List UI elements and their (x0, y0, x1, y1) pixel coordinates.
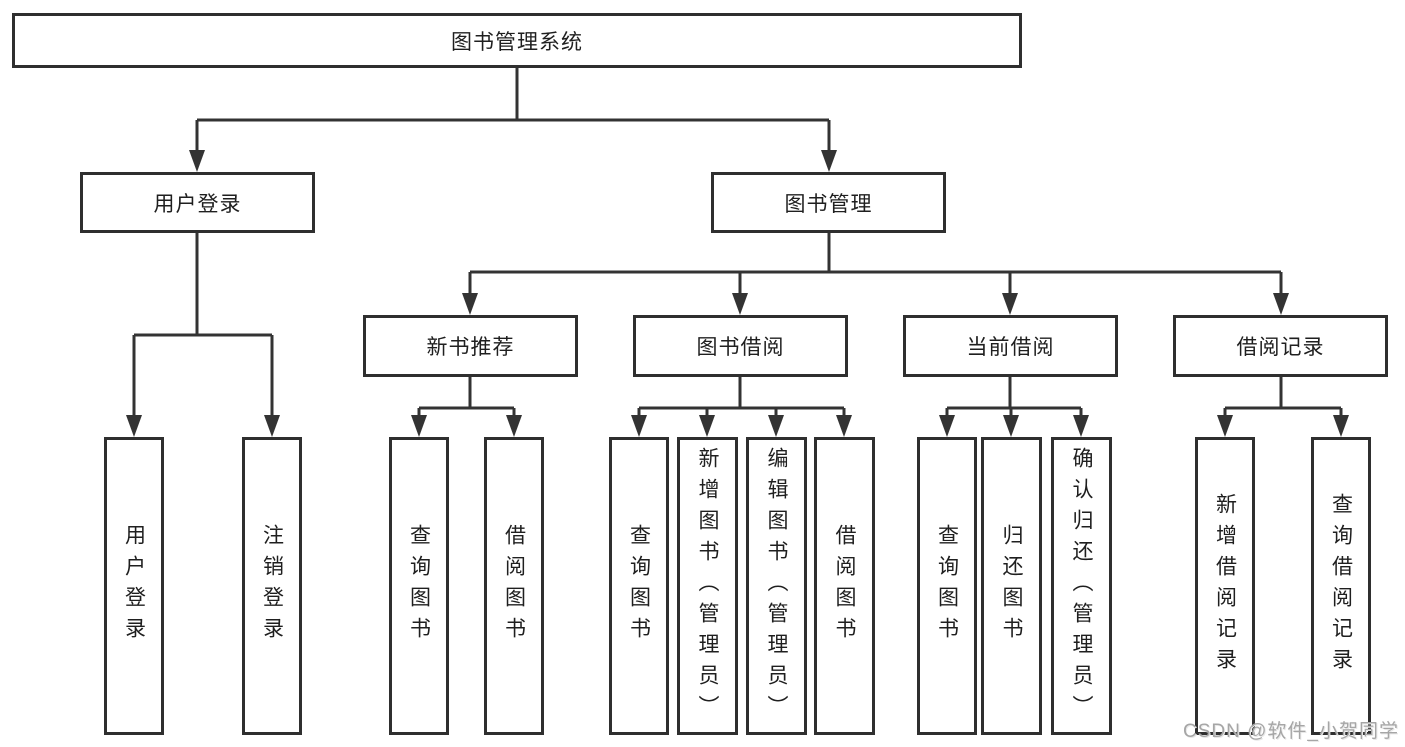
node-label: 查询图书 (407, 524, 431, 648)
leaf-add-borrow-record: 新增借阅记录 (1195, 437, 1255, 735)
leaf-query-borrow-record: 查询借阅记录 (1311, 437, 1371, 735)
node-root-system: 图书管理系统 (12, 13, 1022, 68)
leaf-borrow-books-2: 借阅图书 (814, 437, 875, 735)
leaf-user-login: 用户登录 (104, 437, 164, 735)
node-user-login-branch: 用户登录 (80, 172, 315, 233)
node-label: 图书管理 (784, 192, 873, 216)
node-label: 编辑图书（管理员） (765, 446, 788, 726)
node-label: 用户登录 (153, 192, 242, 216)
leaf-edit-book-admin: 编辑图书（管理员） (746, 437, 807, 735)
node-current-borrow: 当前借阅 (903, 315, 1118, 377)
node-label: 新书推荐 (426, 336, 515, 359)
csdn-watermark: CSDN @软件_小贺同学 (1183, 721, 1399, 742)
node-label: 归还图书 (1000, 524, 1023, 648)
leaf-borrow-books-1: 借阅图书 (484, 437, 544, 735)
leaf-confirm-return-admin: 确认归还（管理员） (1051, 437, 1112, 735)
node-label: 图书管理系统 (451, 30, 583, 54)
node-new-book-recommend: 新书推荐 (363, 315, 578, 377)
node-label: 用户登录 (122, 524, 146, 648)
node-label: 注销登录 (260, 524, 284, 648)
node-label: 查询图书 (627, 524, 651, 648)
leaf-query-books-2: 查询图书 (609, 437, 669, 735)
node-label: 图书借阅 (696, 336, 785, 359)
node-label: 确认归还（管理员） (1070, 446, 1093, 726)
leaf-query-books-3: 查询图书 (917, 437, 977, 735)
leaf-add-book-admin: 新增图书（管理员） (677, 437, 738, 735)
leaf-query-books-1: 查询图书 (389, 437, 449, 735)
node-book-management-branch: 图书管理 (711, 172, 946, 233)
node-borrow-records: 借阅记录 (1173, 315, 1388, 377)
node-label: 借阅图书 (833, 524, 856, 648)
node-label: 新增图书（管理员） (696, 446, 719, 726)
node-label: 查询图书 (935, 524, 959, 648)
node-label: 当前借阅 (966, 336, 1055, 359)
leaf-logout: 注销登录 (242, 437, 302, 735)
node-label: 查询借阅记录 (1329, 493, 1353, 679)
node-label: 借阅记录 (1236, 336, 1325, 359)
node-label: 借阅图书 (502, 524, 526, 648)
node-label: 新增借阅记录 (1213, 493, 1237, 679)
node-book-borrow: 图书借阅 (633, 315, 848, 377)
leaf-return-book: 归还图书 (981, 437, 1042, 735)
